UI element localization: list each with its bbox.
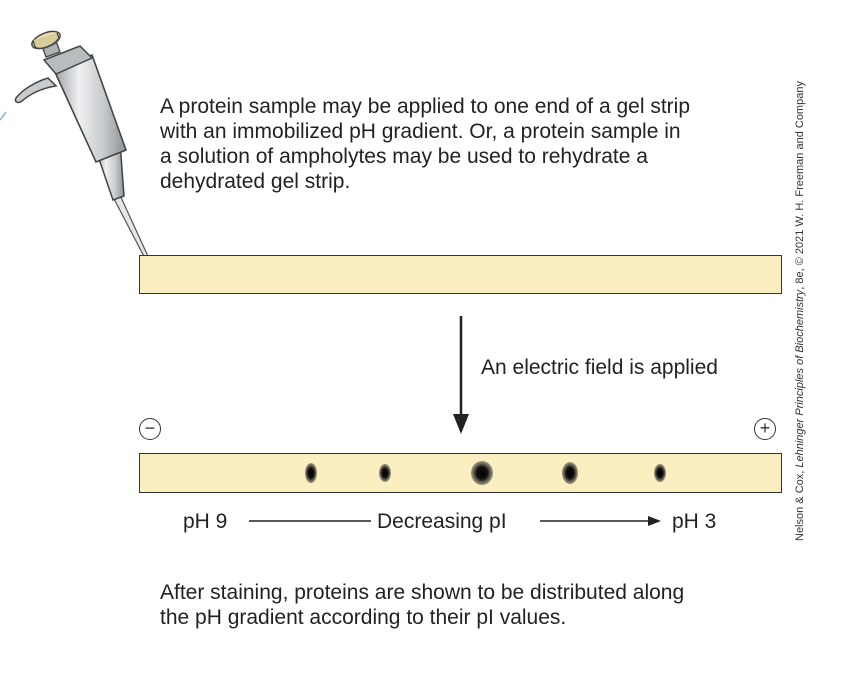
credit-suffix: , 8e, © 2021 W. H. Freeman and Company (794, 81, 806, 290)
gel-strip-focused (139, 453, 782, 493)
copyright-credit: Nelson & Cox, Lehninger Principles of Bi… (794, 81, 806, 541)
protein-band (562, 462, 578, 484)
minus-circle-icon: − (139, 418, 161, 440)
protein-band (379, 464, 391, 482)
credit-book-title: Lehninger Principles of Biochemistry (794, 290, 806, 468)
intro-text: A protein sample may be applied to one e… (160, 94, 780, 194)
outro-text: After staining, proteins are shown to be… (160, 580, 800, 630)
arrow-down-icon (453, 316, 469, 434)
gel-strip-loaded (139, 255, 782, 294)
ph-start-label: pH 9 (183, 510, 227, 534)
electric-field-label: An electric field is applied (481, 356, 718, 380)
gradient-label: Decreasing pI (377, 510, 507, 534)
protein-band (471, 461, 493, 485)
credit-prefix: Nelson & Cox, (794, 468, 806, 541)
ph-end-label: pH 3 (672, 510, 716, 534)
plus-circle-icon: + (754, 418, 776, 440)
protein-band (654, 464, 666, 482)
protein-band (305, 463, 317, 483)
